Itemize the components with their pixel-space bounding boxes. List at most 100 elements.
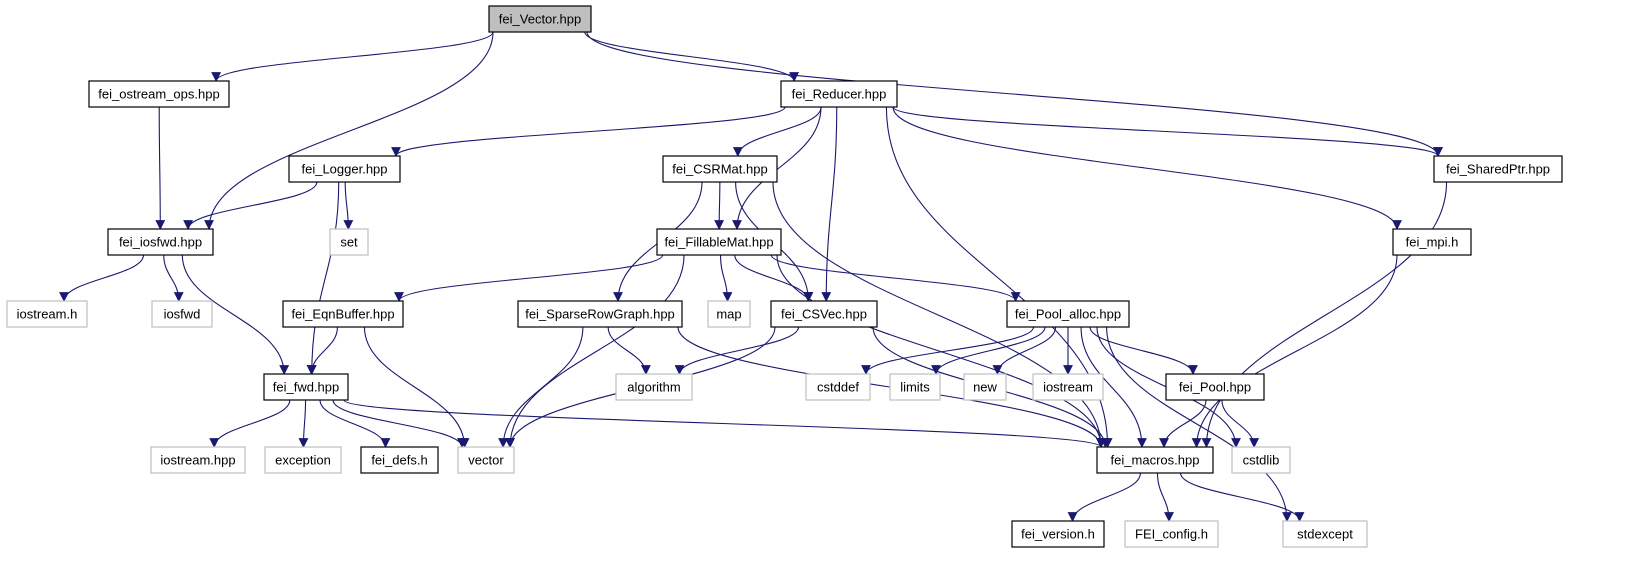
- node-exception: exception: [264, 446, 342, 474]
- node-map: map: [707, 300, 751, 328]
- edge-fei_Pool_alloc-to-cstddef: [861, 326, 1035, 375]
- node-label-stdexcept: stdexcept: [1297, 527, 1353, 542]
- edge-fei_iosfwd-to-fei_fwd: [181, 254, 290, 375]
- node-fei_CSRMat[interactable]: fei_CSRMat.hpp: [662, 155, 778, 183]
- node-box-iostream_hpp: [150, 446, 246, 474]
- node-fei_FillableMat[interactable]: fei_FillableMat.hpp: [656, 228, 782, 256]
- edge-fei_Pool_alloc-to-fei_macros: [1080, 326, 1147, 448]
- node-fei_Vector[interactable]: fei_Vector.hpp: [488, 5, 592, 33]
- edge-fei_macros-to-stdexcept: [1179, 472, 1305, 522]
- edge-fei_Pool_alloc-to-fei_Pool: [1089, 326, 1198, 375]
- node-label-fei_SharedPtr: fei_SharedPtr.hpp: [1446, 162, 1550, 177]
- node-label-fei_EqnBuffer: fei_EqnBuffer.hpp: [291, 307, 394, 322]
- node-box-cstdlib: [1231, 446, 1291, 474]
- edge-fei_Pool_alloc-to-new: [992, 326, 1057, 375]
- edge-fei_fwd-to-fei_macros: [343, 399, 1106, 448]
- node-box-fei_mpi: [1392, 228, 1472, 256]
- node-box-fei_SparseRowGraph: [517, 300, 683, 328]
- node-fei_iosfwd[interactable]: fei_iosfwd.hpp: [107, 228, 214, 256]
- node-box-fei_macros: [1096, 446, 1214, 474]
- edge-fei_fwd-to-vector: [332, 399, 467, 448]
- node-limits: limits: [889, 373, 941, 401]
- node-vector: vector: [457, 446, 515, 474]
- edge-fei_fwd-to-fei_defs: [319, 399, 391, 448]
- node-label-iostream_h: iostream.h: [17, 307, 78, 322]
- node-box-exception: [264, 446, 342, 474]
- node-box-limits: [889, 373, 941, 401]
- node-fei_Reducer[interactable]: fei_Reducer.hpp: [780, 80, 898, 108]
- node-box-fei_Pool_alloc: [1006, 300, 1130, 328]
- edge-fei_SparseRowGraph-to-algorithm: [607, 326, 651, 375]
- edge-fei_Vector-to-fei_ostream_ops: [211, 31, 494, 82]
- node-new: new: [963, 373, 1007, 401]
- node-fei_CSVec[interactable]: fei_CSVec.hpp: [770, 300, 878, 328]
- node-fei_SparseRowGraph[interactable]: fei_SparseRowGraph.hpp: [517, 300, 683, 328]
- node-box-fei_SharedPtr: [1433, 155, 1563, 183]
- edge-fei_Logger-to-fei_fwd: [306, 181, 340, 375]
- node-label-map: map: [716, 307, 741, 322]
- node-box-algorithm: [615, 373, 693, 401]
- node-fei_mpi[interactable]: fei_mpi.h: [1392, 228, 1472, 256]
- edge-fei_FillableMat-to-map: [719, 254, 733, 302]
- edge-fei_SharedPtr-to-fei_macros: [1201, 181, 1448, 448]
- nodes-layer: fei_Vector.hpp fei_ostream_ops.hpp fei_Red…: [6, 5, 1563, 548]
- node-label-set: set: [340, 235, 358, 250]
- edge-fei_Reducer-to-fei_CSVec: [821, 106, 838, 302]
- node-label-cstddef: cstddef: [817, 380, 859, 395]
- node-box-fei_Reducer: [780, 80, 898, 108]
- node-label-new: new: [973, 380, 997, 395]
- node-label-fei_FillableMat: fei_FillableMat.hpp: [664, 235, 773, 250]
- node-label-fei_macros: fei_macros.hpp: [1111, 453, 1200, 468]
- edge-fei_fwd-to-iostream_hpp: [209, 399, 291, 448]
- edge-fei_Pool_alloc-to-limits: [931, 326, 1046, 375]
- node-label-fei_version: fei_version.h: [1021, 527, 1095, 542]
- edge-fei_Reducer-to-fei_SharedPtr: [892, 106, 1443, 157]
- node-label-fei_Vector: fei_Vector.hpp: [499, 12, 581, 27]
- node-label-fei_ostream_ops: fei_ostream_ops.hpp: [98, 87, 219, 102]
- edge-fei_Pool-to-cstdlib: [1221, 399, 1260, 448]
- node-box-fei_ostream_ops: [88, 80, 230, 108]
- node-fei_defs[interactable]: fei_defs.h: [360, 446, 439, 474]
- node-algorithm: algorithm: [615, 373, 693, 401]
- node-label-fei_CSVec: fei_CSVec.hpp: [781, 307, 867, 322]
- node-fei_version[interactable]: fei_version.h: [1011, 520, 1105, 548]
- node-box-FEI_config: [1124, 520, 1219, 548]
- node-box-fei_defs: [360, 446, 439, 474]
- node-label-vector: vector: [468, 453, 504, 468]
- node-fei_Pool[interactable]: fei_Pool.hpp: [1165, 373, 1265, 401]
- edge-fei_Reducer-to-fei_Logger: [391, 106, 786, 157]
- node-fei_ostream_ops[interactable]: fei_ostream_ops.hpp: [88, 80, 230, 108]
- node-label-fei_Logger: fei_Logger.hpp: [301, 162, 387, 177]
- edge-fei_FillableMat-to-fei_Pool_alloc: [770, 254, 1021, 302]
- node-box-map: [707, 300, 751, 328]
- edge-fei_FillableMat-to-fei_EqnBuffer: [394, 254, 664, 302]
- edge-fei_Reducer-to-fei_FillableMat: [732, 106, 822, 230]
- node-fei_macros[interactable]: fei_macros.hpp: [1096, 446, 1214, 474]
- node-box-fei_CSRMat: [662, 155, 778, 183]
- node-fei_Logger[interactable]: fei_Logger.hpp: [288, 155, 401, 183]
- edge-fei_iosfwd-to-iostream_h: [59, 254, 145, 302]
- node-fei_EqnBuffer[interactable]: fei_EqnBuffer.hpp: [282, 300, 404, 328]
- edge-fei_iosfwd-to-iosfwd: [163, 254, 184, 302]
- edge-fei_CSRMat-to-fei_FillableMat: [714, 181, 725, 230]
- node-label-iosfwd: iosfwd: [164, 307, 201, 322]
- node-iosfwd: iosfwd: [151, 300, 213, 328]
- node-label-fei_Reducer: fei_Reducer.hpp: [792, 87, 887, 102]
- node-label-iostream_hpp: iostream.hpp: [160, 453, 235, 468]
- node-box-set: [329, 228, 369, 256]
- node-label-fei_Pool: fei_Pool.hpp: [1179, 380, 1251, 395]
- edge-fei_Logger-to-set: [343, 181, 354, 230]
- node-fei_SharedPtr[interactable]: fei_SharedPtr.hpp: [1433, 155, 1563, 183]
- node-label-fei_fwd: fei_fwd.hpp: [273, 380, 340, 395]
- node-label-cstdlib: cstdlib: [1243, 453, 1280, 468]
- node-fei_fwd[interactable]: fei_fwd.hpp: [263, 373, 349, 401]
- edge-fei_Reducer-to-fei_mpi: [892, 106, 1402, 230]
- edge-fei_mpi-to-fei_macros: [1191, 254, 1398, 448]
- node-label-FEI_config: FEI_config.h: [1135, 527, 1208, 542]
- node-fei_Pool_alloc[interactable]: fei_Pool_alloc.hpp: [1006, 300, 1130, 328]
- node-label-exception: exception: [275, 453, 331, 468]
- node-label-fei_CSRMat: fei_CSRMat.hpp: [672, 162, 767, 177]
- node-box-fei_Logger: [288, 155, 401, 183]
- edges-layer: [59, 31, 1448, 522]
